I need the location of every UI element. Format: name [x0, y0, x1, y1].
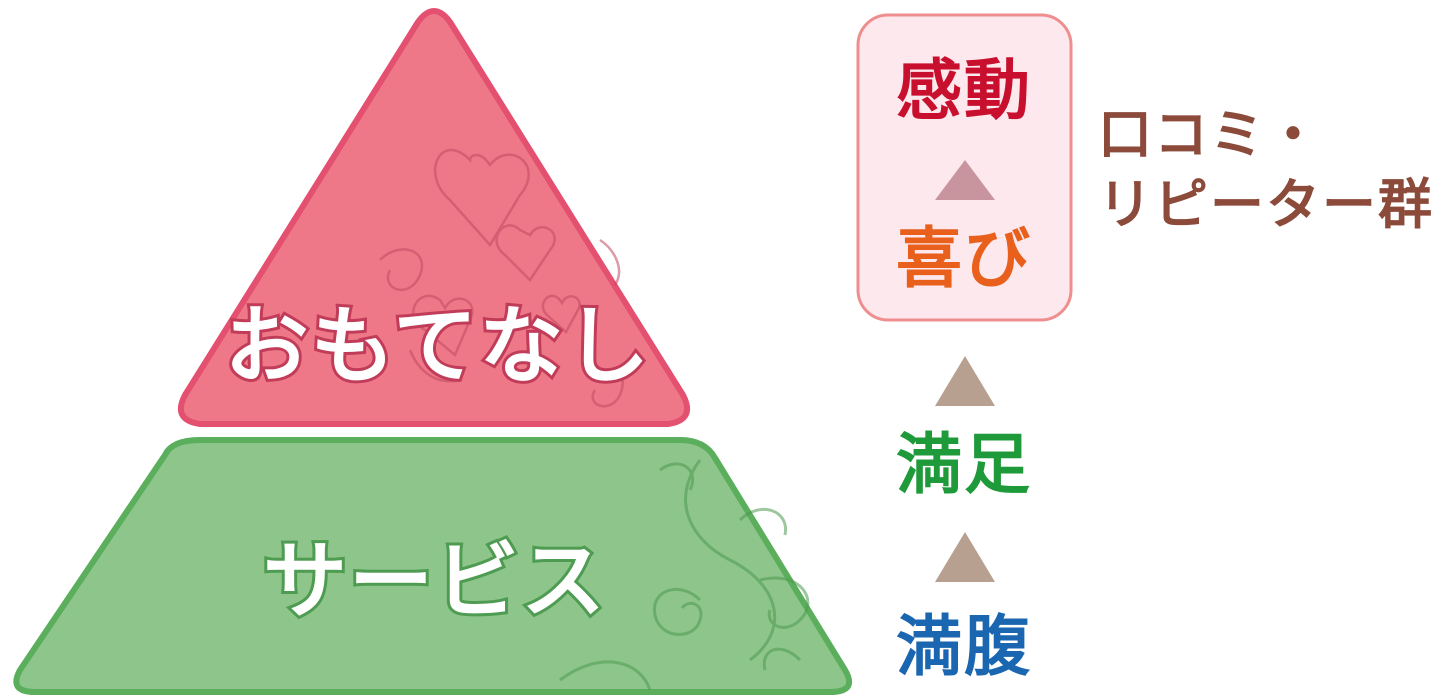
pyramid-bottom-label: サービス — [263, 532, 607, 630]
level-kando: 感動 — [896, 52, 1032, 129]
up-triangle-arrow-icon — [935, 532, 995, 582]
pyramid-bottom-trapezoid — [13, 437, 852, 695]
level-yorokobi: 喜び — [896, 220, 1032, 297]
word-of-mouth-line2: リピーター群 — [1098, 173, 1434, 236]
word-of-mouth-line1: 口コミ・ — [1098, 103, 1322, 166]
up-triangle-arrow-icon — [935, 356, 995, 406]
level-manpuku: 満腹 — [896, 608, 1032, 685]
pyramid-top-label: おもてなし — [225, 297, 652, 395]
pyramid-top-triangle — [178, 8, 690, 427]
level-manzoku: 満足 — [896, 426, 1032, 503]
up-triangle-arrow-icon — [935, 160, 995, 200]
heart-swirl-ornament-icon — [379, 148, 624, 408]
vine-ornament-icon — [559, 459, 810, 691]
